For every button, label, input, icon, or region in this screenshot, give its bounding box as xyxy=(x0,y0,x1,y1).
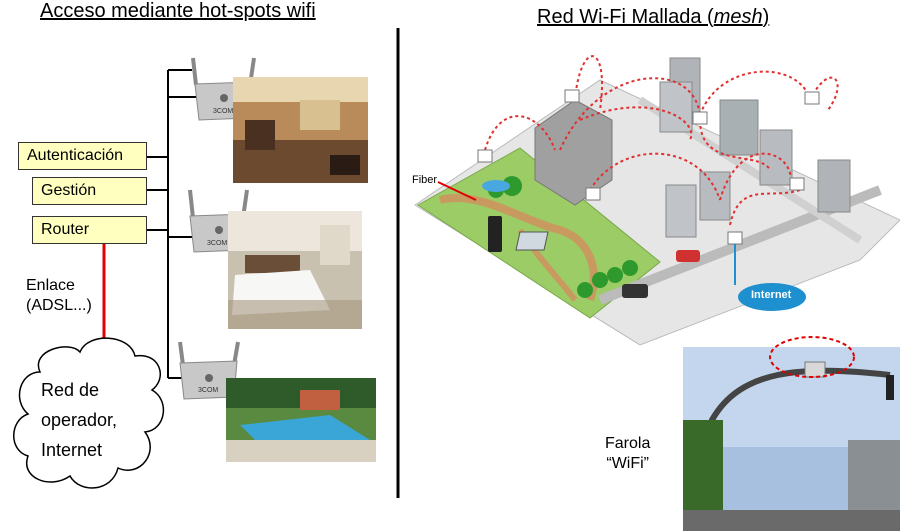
link-label-line-2: (ADSL...) xyxy=(26,297,92,314)
farola-label: Farola “WiFi” xyxy=(605,434,650,474)
link-label-line-1: Enlace xyxy=(26,277,75,294)
right-title: Red Wi-Fi Mallada (mesh) xyxy=(537,6,769,29)
internet-label: Internet xyxy=(751,289,792,301)
left-title: Acceso mediante hot-spots wifi xyxy=(40,0,316,22)
cloud-label-line-1: Red de xyxy=(41,380,100,400)
operator-cloud-label: Red de operador, Internet xyxy=(41,375,117,465)
fiber-label: Fiber xyxy=(412,174,438,186)
street-light-photo xyxy=(683,336,900,531)
mesh-city-illustration xyxy=(414,55,900,346)
pool-photo xyxy=(226,378,376,462)
auth-box: Autenticación xyxy=(18,142,147,170)
management-box: Gestión xyxy=(32,177,147,205)
ap2-brand: 3COM xyxy=(207,240,228,247)
farola-label-line-2: “WiFi” xyxy=(606,455,649,472)
farola-label-line-1: Farola xyxy=(605,435,651,452)
right-title-prefix: Red Wi-Fi Mallada ( xyxy=(537,6,714,28)
ap3-brand: 3COM xyxy=(198,387,219,394)
operator-cloud xyxy=(13,337,165,489)
right-title-suffix: ) xyxy=(762,6,770,28)
cloud-label-line-2: operador, xyxy=(41,410,118,430)
hotel-lobby-photo xyxy=(233,77,368,183)
ap1-brand: 3COM xyxy=(213,108,234,115)
right-title-italic: mesh xyxy=(713,6,763,28)
link-label: Enlace (ADSL...) xyxy=(26,276,92,316)
cloud-label-line-3: Internet xyxy=(41,440,103,460)
router-box: Router xyxy=(32,216,147,244)
hotel-room-photo xyxy=(228,211,362,329)
